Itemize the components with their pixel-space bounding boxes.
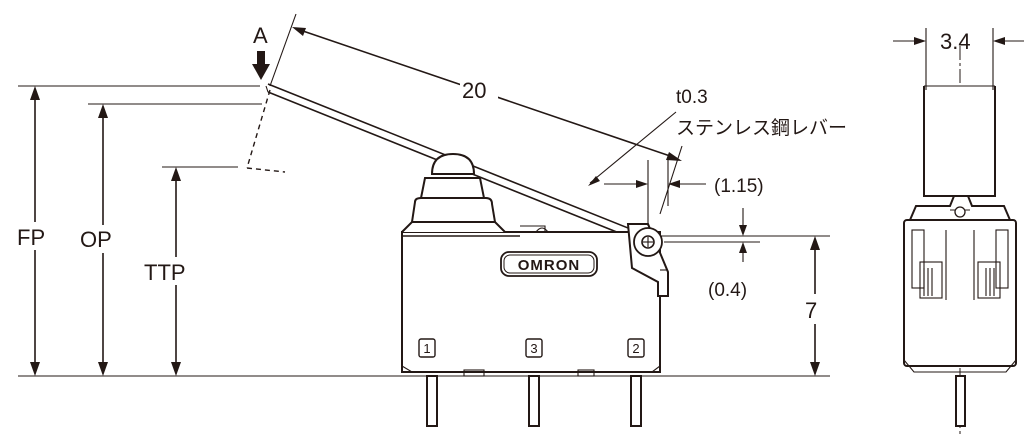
lever-roller: [626, 223, 669, 297]
force-point-label: A: [253, 23, 268, 48]
force-point-a: A: [252, 23, 270, 80]
brand-label: OMRON: [518, 257, 581, 274]
op-label: OP: [80, 227, 112, 252]
terminal-1-label: 1: [423, 341, 430, 356]
side-view: 3.4: [893, 28, 1024, 436]
fp-dimension: FP: [16, 86, 54, 376]
reference-lines: [18, 85, 830, 377]
lever-travel-path: [246, 89, 286, 173]
body-height-dimension: 7: [664, 235, 830, 376]
body-height-label: 7: [805, 298, 817, 323]
terminal-3-label: 3: [530, 341, 537, 356]
ttp-dimension: TTP: [144, 167, 204, 376]
terminal-markers: 1 3 2: [418, 338, 645, 358]
fp-label: FP: [17, 225, 45, 250]
lever-material-label: ステンレス鋼レバー: [676, 117, 847, 139]
terminal-2-label: 2: [632, 341, 639, 356]
thickness-label: t0.3: [676, 87, 708, 108]
thickness-leader: t0.3 ステンレス鋼レバー: [588, 87, 847, 186]
lever-length-dimension: 20: [269, 13, 683, 215]
lever-length-label: 20: [462, 78, 486, 103]
side-width-label: 3.4: [940, 29, 971, 54]
brand-plate: OMRON: [500, 251, 598, 277]
roller-offset-y-label: (0.4): [708, 280, 747, 301]
op-dimension: OP: [80, 104, 126, 376]
ttp-label: TTP: [144, 260, 186, 285]
roller-offset-x-label: (1.15): [714, 176, 764, 197]
roller-offset-x-dimension: (1.15): [604, 160, 764, 226]
roller-offset-y-dimension: (0.4): [660, 208, 760, 301]
terminal-pins: [426, 369, 642, 427]
